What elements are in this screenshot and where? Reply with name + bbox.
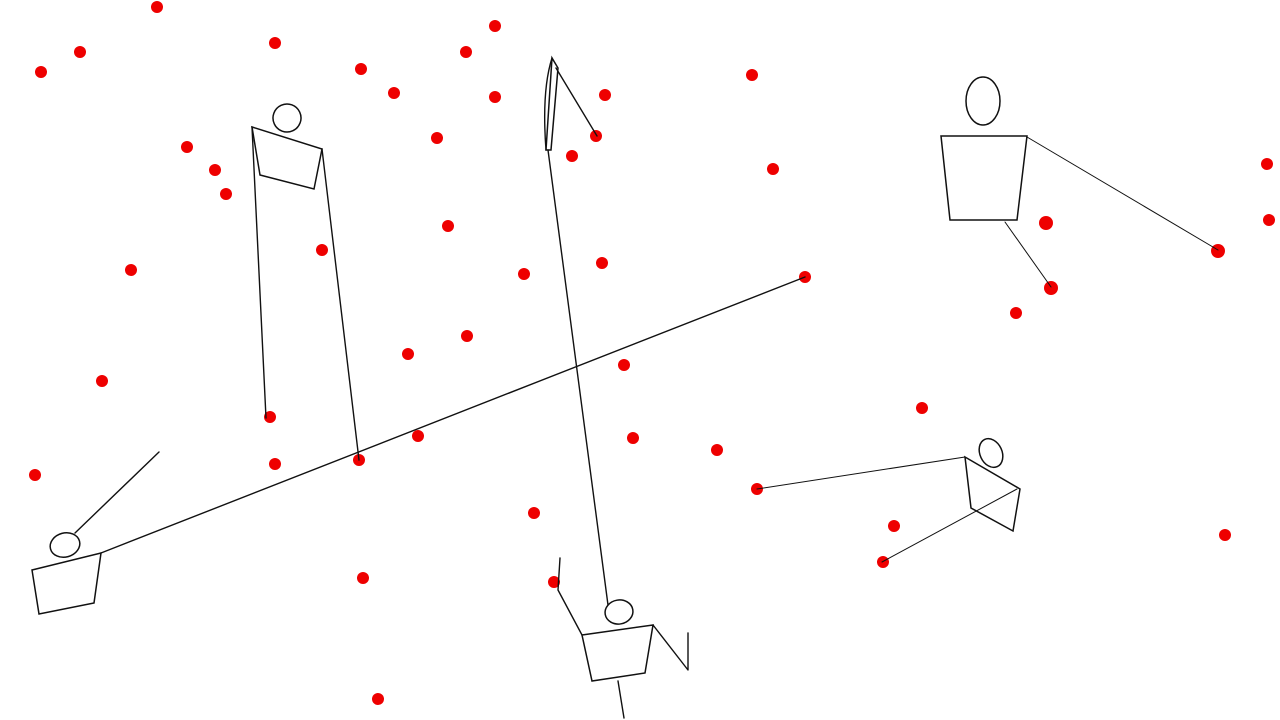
- red-target-dot[interactable]: [269, 458, 281, 470]
- red-target-dot[interactable]: [1039, 216, 1053, 230]
- red-target-dot[interactable]: [388, 87, 400, 99]
- red-target-dot[interactable]: [442, 220, 454, 232]
- red-target-dot[interactable]: [1263, 214, 1275, 226]
- red-target-dot[interactable]: [35, 66, 47, 78]
- red-target-dot[interactable]: [596, 257, 608, 269]
- red-target-dot[interactable]: [1044, 281, 1058, 295]
- red-target-dot[interactable]: [29, 469, 41, 481]
- red-target-dot[interactable]: [316, 244, 328, 256]
- red-target-dot[interactable]: [355, 63, 367, 75]
- red-target-dot[interactable]: [627, 432, 639, 444]
- red-target-dot[interactable]: [264, 411, 276, 423]
- figure-arm-right: [321, 148, 360, 461]
- red-target-dot[interactable]: [916, 402, 928, 414]
- red-target-dot[interactable]: [372, 693, 384, 705]
- figure-head: [604, 599, 634, 625]
- red-target-dot[interactable]: [431, 132, 443, 144]
- stick-figure-top-center[interactable]: [543, 55, 609, 606]
- figure-torso: [940, 135, 1028, 221]
- stick-figure-bottom-left[interactable]: [31, 276, 806, 615]
- red-target-dot[interactable]: [548, 576, 560, 588]
- figure-torso: [31, 552, 102, 615]
- red-target-dot[interactable]: [220, 188, 232, 200]
- figure-torso: [251, 125, 323, 190]
- figure-arm-right: [652, 624, 689, 671]
- stick-figure-bottom-right[interactable]: [756, 435, 1021, 563]
- red-target-dot[interactable]: [489, 91, 501, 103]
- red-target-dots: [29, 1, 1275, 705]
- stick-figure-top-left[interactable]: [251, 100, 360, 461]
- figure-torso: [545, 55, 559, 151]
- figure-arm-left: [756, 456, 966, 490]
- red-target-dot[interactable]: [181, 141, 193, 153]
- figure-arm-down: [1004, 221, 1052, 288]
- figure-head: [965, 76, 1001, 126]
- red-target-dot[interactable]: [618, 359, 630, 371]
- figure-long-arm: [100, 276, 806, 554]
- figure-head-outline: [543, 57, 553, 151]
- figure-long-leg: [547, 149, 609, 606]
- red-target-dot[interactable]: [74, 46, 86, 58]
- red-target-dot[interactable]: [599, 89, 611, 101]
- figure-torso: [964, 455, 1021, 533]
- figure-arm-up: [74, 451, 160, 534]
- red-target-dot[interactable]: [590, 130, 602, 142]
- red-target-dot[interactable]: [461, 330, 473, 342]
- figure-head: [49, 532, 81, 558]
- red-target-dot[interactable]: [151, 1, 163, 13]
- red-target-dot[interactable]: [1010, 307, 1022, 319]
- red-target-dot[interactable]: [412, 430, 424, 442]
- red-target-dot[interactable]: [460, 46, 472, 58]
- red-target-dot[interactable]: [209, 164, 221, 176]
- figure-arm-right: [1026, 136, 1219, 251]
- red-target-dot[interactable]: [402, 348, 414, 360]
- red-target-dot[interactable]: [269, 37, 281, 49]
- figure-torso: [581, 624, 654, 682]
- red-target-dot[interactable]: [767, 163, 779, 175]
- red-target-dot[interactable]: [528, 507, 540, 519]
- red-target-dot[interactable]: [125, 264, 137, 276]
- red-target-dot[interactable]: [96, 375, 108, 387]
- red-target-dot[interactable]: [1219, 529, 1231, 541]
- figure-head: [978, 437, 1004, 469]
- red-target-dot[interactable]: [711, 444, 723, 456]
- red-target-dot[interactable]: [888, 520, 900, 532]
- red-target-dot[interactable]: [357, 572, 369, 584]
- red-target-dot[interactable]: [566, 150, 578, 162]
- figure-arm-left: [557, 557, 583, 636]
- red-target-dot[interactable]: [518, 268, 530, 280]
- stick-figure-bottom-center[interactable]: [557, 557, 689, 719]
- figure-arm-down: [881, 488, 1018, 563]
- figure-leg: [617, 680, 625, 719]
- stick-figure-top-right[interactable]: [940, 76, 1219, 288]
- red-target-dot[interactable]: [746, 69, 758, 81]
- figure-head: [272, 103, 302, 133]
- red-target-dot[interactable]: [1261, 158, 1273, 170]
- figure-arm-left: [251, 126, 267, 419]
- red-target-dot[interactable]: [489, 20, 501, 32]
- red-target-dot[interactable]: [1211, 244, 1225, 258]
- figure-arm: [555, 67, 598, 137]
